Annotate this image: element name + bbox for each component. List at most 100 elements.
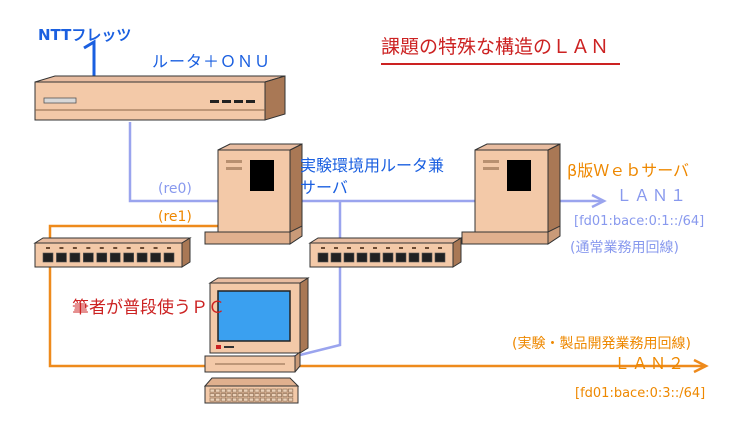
keyboard-key [265, 388, 271, 393]
keyboard-key [220, 393, 226, 398]
keyboard-key [254, 393, 260, 398]
port-led [399, 247, 403, 249]
port-led [321, 247, 325, 249]
port-led [360, 247, 364, 249]
keyboard-key [276, 397, 283, 402]
experimental-server-label: 実験環境用ルータ兼サーバ [300, 156, 445, 197]
keyboard-key [276, 393, 283, 398]
port-led [167, 247, 171, 249]
keyboard-key [231, 388, 238, 393]
keyboard-key [276, 388, 283, 393]
port-led [46, 247, 50, 249]
switch-port [123, 252, 134, 263]
port-led [113, 247, 118, 249]
lan2-prefix: [fd01:bace:0:3::/64] [575, 386, 706, 401]
port-led [86, 247, 91, 249]
keyboard-key [259, 393, 266, 398]
keyboard-key [226, 388, 232, 393]
switch-port [42, 252, 54, 263]
keyboard-key [231, 397, 238, 402]
keyboard-key [215, 388, 221, 393]
keyboard-key [243, 388, 249, 393]
keyboard-key [287, 388, 294, 393]
switch-left [33, 237, 192, 268]
keyboard-key [282, 388, 288, 393]
keyboard-key [271, 393, 277, 398]
port-led [140, 247, 145, 249]
keyboard-key [287, 393, 294, 398]
port-led [334, 247, 338, 249]
keyboard-key [254, 388, 260, 393]
keyboard-key [243, 393, 249, 398]
port-led [425, 247, 429, 249]
switch-port [56, 252, 67, 263]
beta-web-server-tower [461, 143, 561, 245]
keyboard-key [259, 388, 266, 393]
switch-port [356, 252, 368, 263]
keyboard-key [259, 397, 266, 402]
switch-port [96, 252, 108, 263]
lan2-arrow [693, 358, 709, 374]
keyboard-key [271, 388, 277, 393]
pc-label: 筆者が普段使うＰＣ [72, 298, 225, 318]
keyboard-key [226, 393, 232, 398]
port-led [99, 247, 104, 249]
switch-port [317, 252, 329, 263]
keyboard-key [282, 397, 288, 402]
router-label: ルータ＋ＯＮＵ [152, 52, 272, 71]
port-led [412, 247, 416, 249]
switch-port [343, 252, 355, 263]
title-underline [381, 63, 620, 65]
switch-port [408, 252, 420, 263]
switch-port [109, 252, 121, 263]
switch-port [83, 252, 94, 263]
keyboard-key [215, 393, 221, 398]
keyboard-key [215, 397, 221, 402]
port-led [59, 247, 64, 249]
router-onu-device [34, 75, 286, 121]
port-led [386, 247, 390, 249]
port-led [373, 247, 377, 249]
keyboard-key [248, 397, 254, 402]
diagram-title: 課題の特殊な構造のＬＡＮ [381, 36, 610, 58]
lan2-lines [48, 224, 705, 368]
port-led [347, 247, 351, 249]
switch-port [421, 252, 433, 263]
switch-port [150, 252, 161, 263]
switch-port [136, 252, 148, 263]
keyboard-key [231, 393, 238, 398]
keyboard-key [282, 393, 288, 398]
keyboard-key [243, 397, 249, 402]
switch-middle [308, 237, 463, 268]
keyboard-key [237, 393, 243, 398]
keyboard-key [248, 393, 254, 398]
keyboard-key [220, 388, 226, 393]
lan1-purpose: (通常業務用回線) [570, 240, 679, 256]
lan1-name: ＬＡＮ１ [616, 186, 689, 205]
switch-port [330, 252, 342, 263]
lan2-purpose: (実験・製品開発業務用回線) [512, 336, 691, 352]
keyboard-key [209, 397, 215, 402]
port-led [126, 247, 131, 249]
switch-port [69, 252, 81, 263]
keyboard-key [287, 397, 294, 402]
port-led [153, 247, 158, 249]
keyboard-key [265, 397, 271, 402]
port-led [72, 247, 77, 249]
keyboard-key [209, 393, 215, 398]
keyboard-key [237, 388, 243, 393]
keyboard-key [209, 388, 215, 393]
lan1-arrow [591, 193, 607, 209]
beta-server-label: β版Ｗｅｂサーバ [567, 161, 690, 180]
upstream-line [83, 39, 96, 82]
upstream-label: NTTフレッツ [38, 26, 132, 44]
switch-port [382, 252, 394, 263]
switch-port [434, 252, 446, 263]
keyboard-key [248, 388, 254, 393]
keyboard-key [220, 397, 226, 402]
keyboard-key [271, 397, 277, 402]
keyboard-key [254, 397, 260, 402]
lan2-name: ＬＡＮ２ [614, 354, 687, 373]
pc-workstation [203, 277, 310, 404]
